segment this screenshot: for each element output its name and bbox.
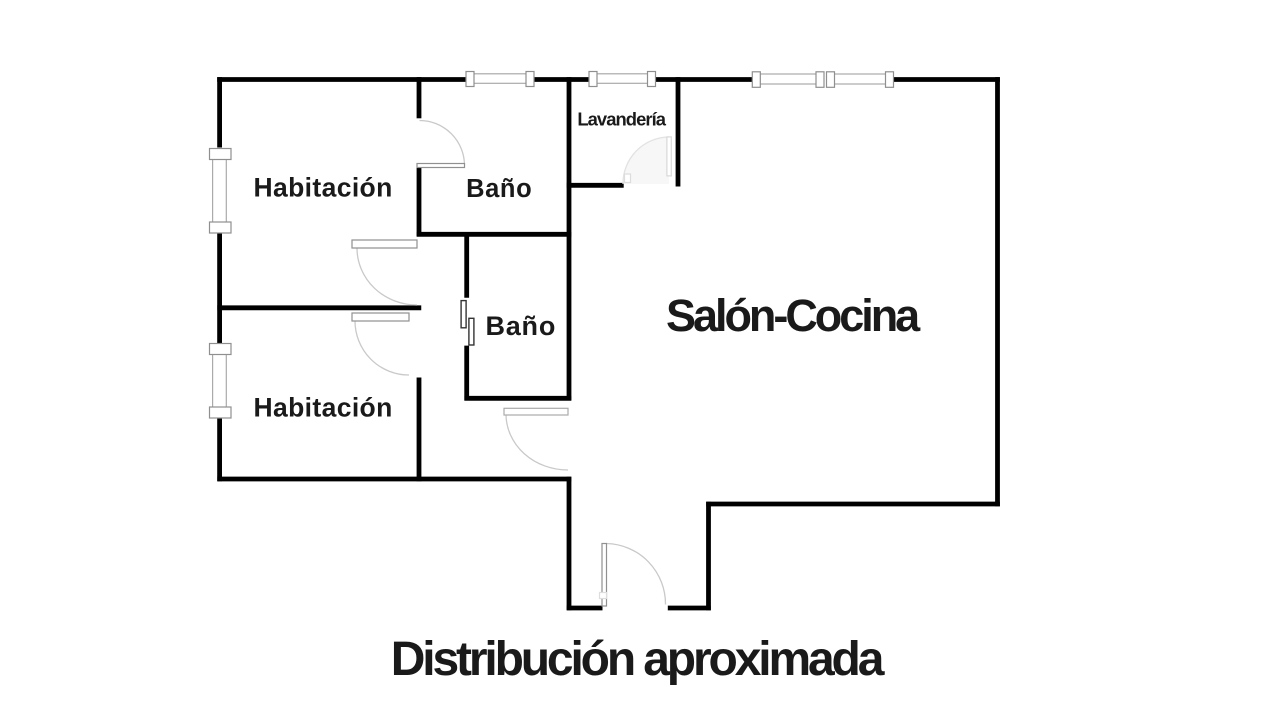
svg-text:Baño: Baño (485, 311, 556, 341)
svg-text:Salón-Cocina: Salón-Cocina (666, 290, 921, 341)
svg-text:Baño: Baño (466, 175, 532, 203)
svg-text:Lavandería: Lavandería (577, 108, 666, 129)
svg-text:Habitación: Habitación (254, 173, 393, 203)
svg-text:Habitación: Habitación (254, 393, 393, 423)
svg-text:Distribución aproximada: Distribución aproximada (391, 633, 885, 686)
